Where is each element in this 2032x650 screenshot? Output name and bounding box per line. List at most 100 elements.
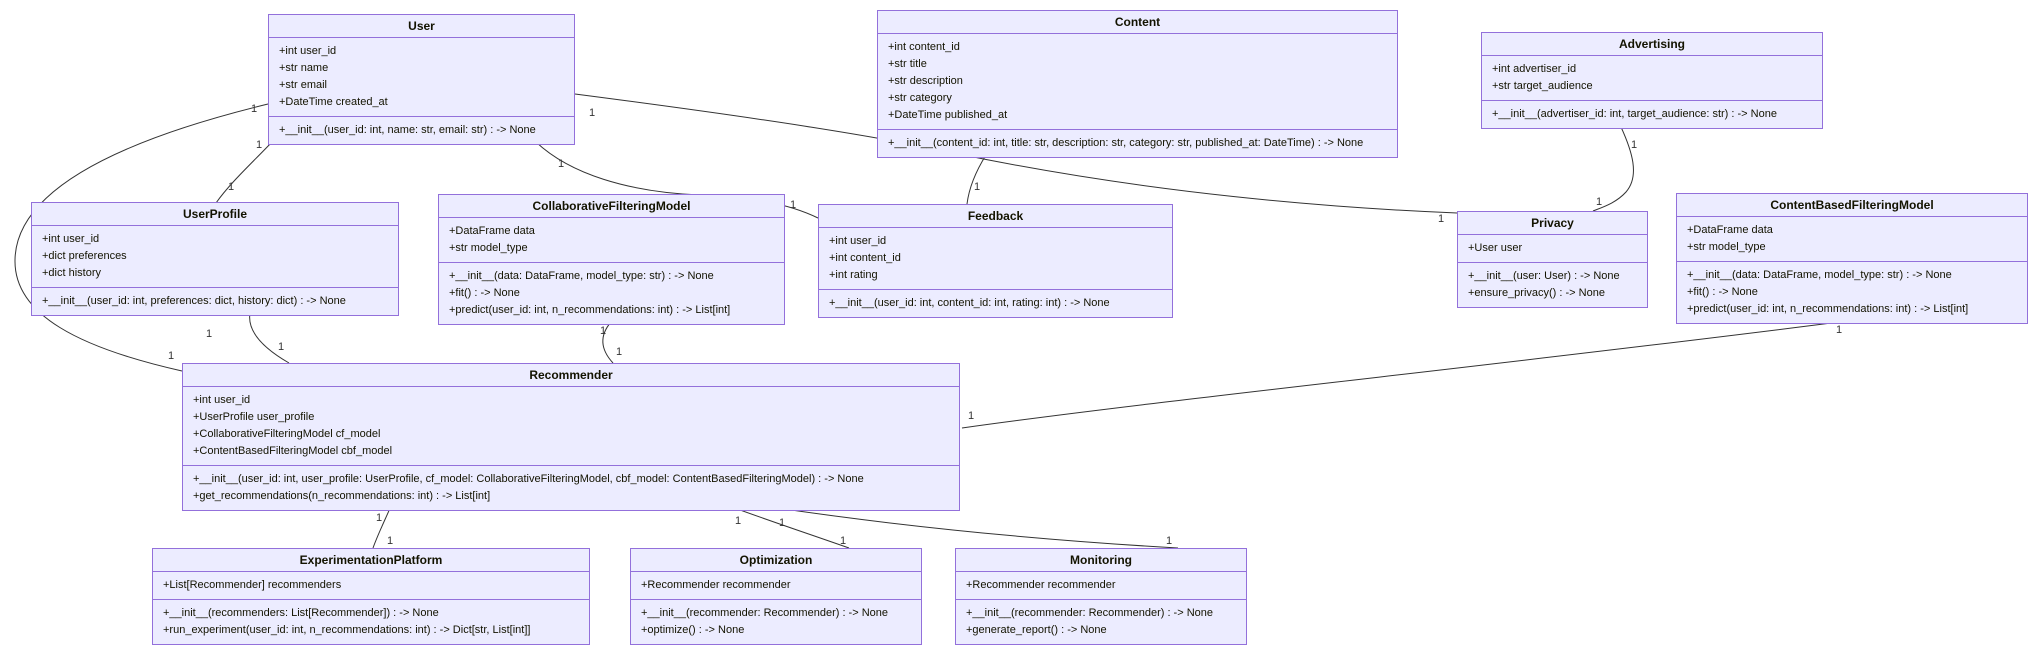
class-content: Content+int content_id+str title+str des… bbox=[877, 10, 1398, 158]
multiplicity-label: 1 bbox=[251, 103, 257, 115]
class-method: +__init__(data: DataFrame, model_type: s… bbox=[1687, 269, 1952, 281]
class-attributes: +Recommender recommender bbox=[631, 572, 921, 599]
edge-content-based-filtering-model--recommender bbox=[961, 320, 1848, 429]
class-methods: +__init__(user_id: int, preferences: dic… bbox=[32, 287, 398, 315]
class-attributes: +int user_id +UserProfile user_profile +Co… bbox=[183, 387, 959, 465]
multiplicity-label: 1 bbox=[1631, 139, 1637, 151]
edge-user-profile--recommender bbox=[249, 312, 290, 364]
multiplicity-label: 1 bbox=[1166, 535, 1172, 547]
class-attribute: +Recommender recommender bbox=[966, 579, 1116, 591]
class-attribute: +DateTime created_at bbox=[279, 96, 388, 108]
class-attributes: +List[Recommender] recommenders bbox=[153, 572, 589, 599]
class-methods: +__init__(user_id: int, user_profile: Us… bbox=[183, 465, 959, 510]
class-title-user: User bbox=[269, 15, 574, 38]
multiplicity-label: 1 bbox=[168, 350, 174, 362]
class-user: User +int user_id +str name +str email +Date… bbox=[268, 14, 575, 145]
class-title-feedback: Feedback bbox=[819, 205, 1172, 228]
class-attribute: +int content_id bbox=[888, 41, 960, 53]
class-title-collaborative-filtering-model: CollaborativeFilteringModel bbox=[439, 195, 784, 218]
class-attribute: +Recommender recommender bbox=[641, 579, 791, 591]
multiplicity-label: 1 bbox=[600, 325, 606, 337]
class-method: +generate_report() : -> None bbox=[966, 624, 1107, 636]
class-attribute: +int rating bbox=[829, 269, 878, 281]
class-method: +__init__(data: DataFrame, model_type: s… bbox=[449, 270, 714, 282]
class-attribute: +UserProfile user_profile bbox=[193, 411, 315, 423]
class-attributes: +int user_id +str name +str email +DateTime… bbox=[269, 38, 574, 116]
edge-recommender--optimization bbox=[728, 505, 850, 549]
class-monitoring: Monitoring+Recommender recommender+__ini… bbox=[955, 548, 1247, 645]
multiplicity-label: 1 bbox=[206, 328, 212, 340]
class-methods: +__init__(user: User) : -> None +ensure_p… bbox=[1458, 262, 1647, 307]
class-attribute: +str description bbox=[888, 75, 963, 87]
class-method: +__init__(recommender: Recommender) : ->… bbox=[966, 607, 1214, 619]
class-methods: +__init__(user_id: int, content_id: int,… bbox=[819, 289, 1172, 317]
class-feedback: Feedback+int user_id+int content_id+int … bbox=[818, 204, 1173, 318]
multiplicity-label: 1 bbox=[278, 341, 284, 353]
class-method: +ensure_privacy() : -> None bbox=[1468, 287, 1605, 299]
class-method: +__init__(user_id: int, name: str, email… bbox=[279, 124, 536, 136]
class-attributes: +int advertiser_id +str target_audience bbox=[1482, 56, 1822, 100]
class-method: +__init__(content_id: int, title: str, d… bbox=[888, 137, 1364, 149]
class-attribute: +int user_id bbox=[42, 233, 100, 245]
class-attribute: +str model_type bbox=[1687, 241, 1766, 253]
class-title-recommender: Recommender bbox=[183, 364, 959, 387]
class-method: +optimize() : -> None bbox=[641, 624, 745, 636]
class-attribute: +int user_id bbox=[193, 394, 251, 406]
multiplicity-label: 1 bbox=[589, 107, 595, 119]
multiplicity-label: 1 bbox=[616, 346, 622, 358]
multiplicity-label: 1 bbox=[1438, 213, 1444, 225]
class-attribute: +str target_audience bbox=[1492, 80, 1593, 92]
class-experimentation-platform: ExperimentationPlatform+List[Recommender… bbox=[152, 548, 590, 645]
class-title-experimentation-platform: ExperimentationPlatform bbox=[153, 549, 589, 572]
class-method: +fit() : -> None bbox=[1687, 286, 1758, 298]
class-method: +predict(user_id: int, n_recommendations… bbox=[449, 304, 731, 316]
edge-content--feedback bbox=[966, 154, 987, 205]
class-privacy: Privacy+User user+__init__(user: User) :… bbox=[1457, 211, 1648, 308]
class-attribute: +int user_id bbox=[279, 45, 337, 57]
class-title-privacy: Privacy bbox=[1458, 212, 1647, 235]
class-attribute: +int advertiser_id bbox=[1492, 63, 1577, 75]
class-attribute: +str email bbox=[279, 79, 327, 91]
class-method: +__init__(user: User) : -> None bbox=[1468, 270, 1620, 282]
class-attribute: +DateTime published_at bbox=[888, 109, 1008, 121]
multiplicity-label: 1 bbox=[1596, 196, 1602, 208]
class-title-content-based-filtering-model: ContentBasedFilteringModel bbox=[1677, 194, 2027, 217]
class-attribute: +ContentBasedFilteringModel cbf_model bbox=[193, 445, 393, 457]
class-methods: +__init__(data: DataFrame, model_type: s… bbox=[439, 262, 784, 324]
class-method: +get_recommendations(n_recommendations: … bbox=[193, 490, 491, 502]
class-attribute: +dict history bbox=[42, 267, 101, 279]
multiplicity-label: 1 bbox=[790, 199, 796, 211]
multiplicity-label: 1 bbox=[558, 158, 564, 170]
class-methods: +__init__(recommender: Recommender) : ->… bbox=[956, 599, 1246, 644]
class-optimization: Optimization+Recommender recommender+__i… bbox=[630, 548, 922, 645]
class-method: +__init__(recommenders: List[Recommender… bbox=[163, 607, 439, 619]
multiplicity-label: 1 bbox=[387, 535, 393, 547]
class-attributes: +int user_id+int content_id+int rating bbox=[819, 228, 1172, 289]
multiplicity-label: 1 bbox=[1836, 324, 1842, 336]
edge-recommender--monitoring bbox=[763, 505, 1179, 549]
class-method: +__init__(recommender: Recommender) : ->… bbox=[641, 607, 889, 619]
class-attribute: +str name bbox=[279, 62, 329, 74]
edge-advertising--privacy bbox=[1592, 126, 1634, 212]
class-methods: +__init__(recommenders: List[Recommender… bbox=[153, 599, 589, 644]
edge-collaborative-filtering-model--recommender bbox=[602, 321, 614, 364]
class-attributes: +User user bbox=[1458, 235, 1647, 262]
class-title-content: Content bbox=[878, 11, 1397, 34]
multiplicity-label: 1 bbox=[376, 512, 382, 524]
class-attributes: +int content_id+str title+str descriptio… bbox=[878, 34, 1397, 129]
class-methods: +__init__(user_id: int, name: str, email… bbox=[269, 116, 574, 144]
multiplicity-label: 1 bbox=[779, 517, 785, 529]
class-attribute: +DataFrame data bbox=[1687, 224, 1773, 236]
class-methods: +__init__(data: DataFrame, model_type: s… bbox=[1677, 261, 2027, 323]
class-content-based-filtering-model: ContentBasedFilteringModel +DataFrame dat… bbox=[1676, 193, 2028, 324]
class-advertising: Advertising+int advertiser_id+str target… bbox=[1481, 32, 1823, 129]
class-method: +__init__(user_id: int, user_profile: Us… bbox=[193, 473, 864, 485]
edge-user--user-profile bbox=[215, 141, 273, 204]
class-attribute: +int user_id bbox=[829, 235, 887, 247]
multiplicity-label: 1 bbox=[228, 181, 234, 193]
class-attribute: +CollaborativeFilteringModel cf_model bbox=[193, 428, 381, 440]
class-method: +__init__(advertiser_id: int, target_aud… bbox=[1492, 108, 1777, 120]
multiplicity-label: 1 bbox=[256, 139, 262, 151]
edge-user--recommender bbox=[14, 103, 269, 372]
